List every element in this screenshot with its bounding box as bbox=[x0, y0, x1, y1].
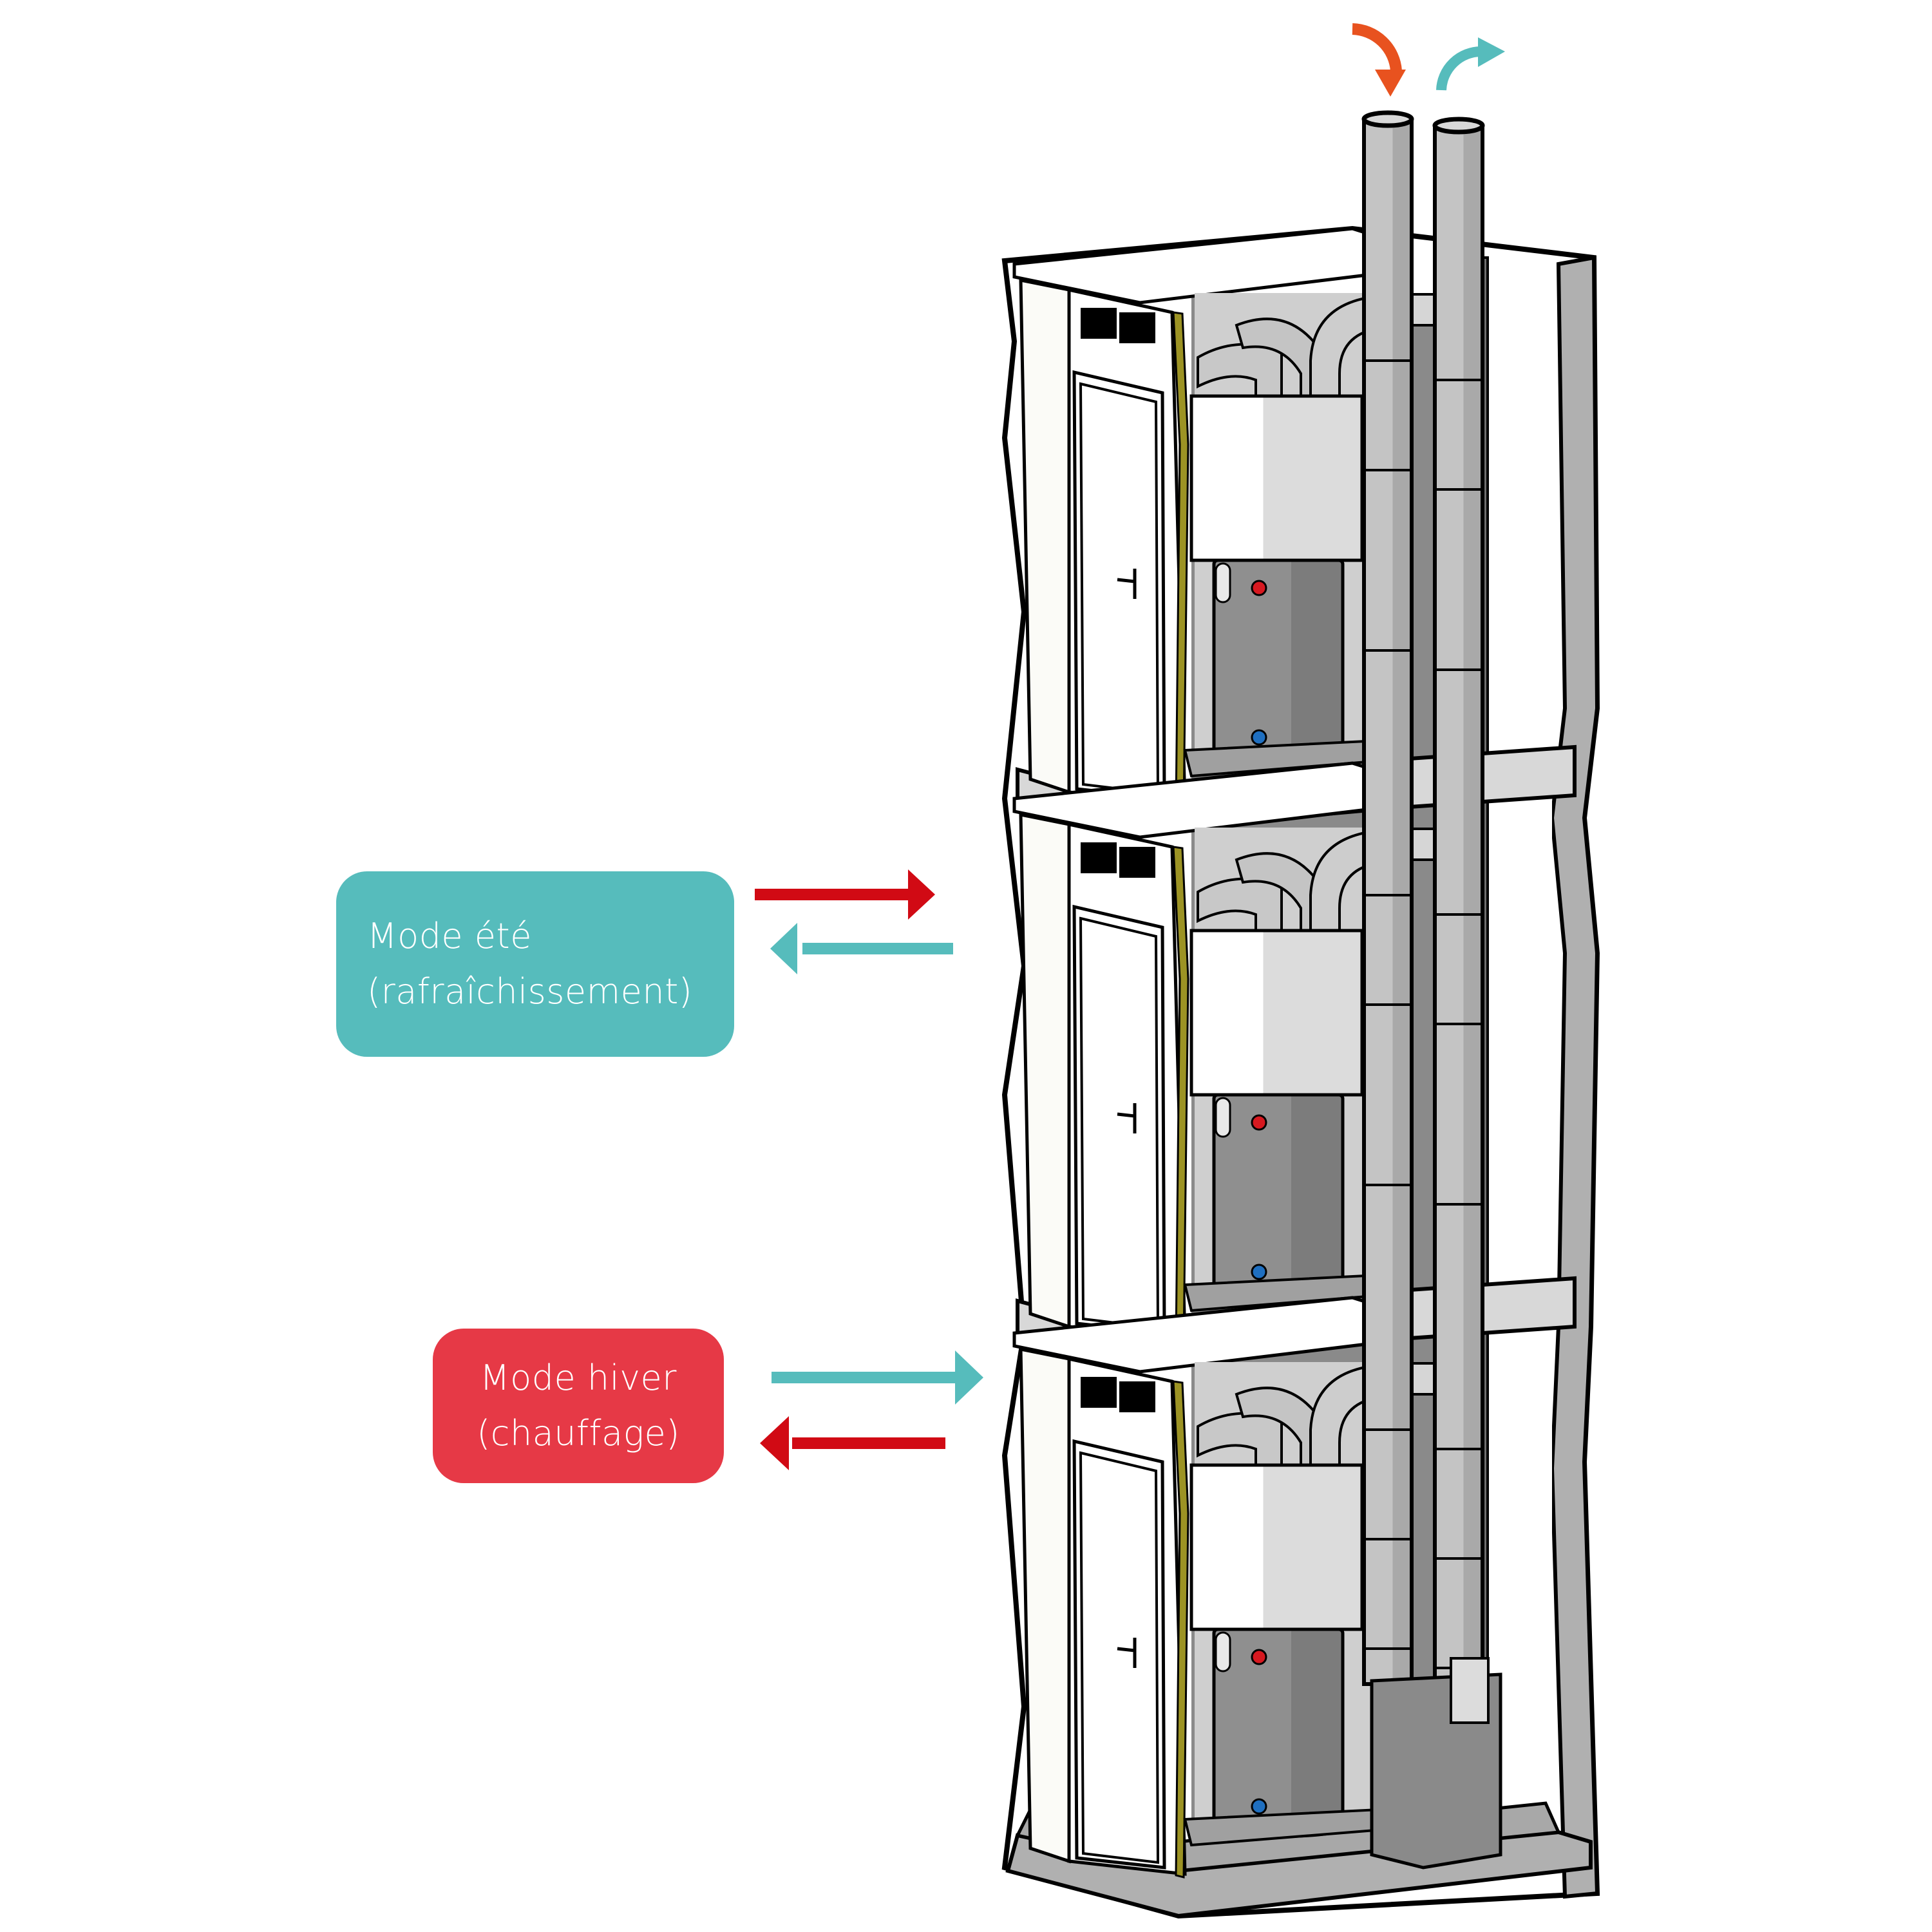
door-handle-icon bbox=[1117, 1638, 1137, 1668]
vent-grille-icon bbox=[1081, 842, 1117, 873]
hot-water-valve-icon bbox=[1251, 580, 1267, 596]
intake-arrowhead-icon bbox=[1375, 70, 1406, 97]
vent-grille-icon bbox=[1119, 312, 1155, 343]
winter-cool-arrow-right bbox=[772, 1350, 983, 1405]
winter-mode-subtitle: (chauffage) bbox=[477, 1413, 680, 1454]
exhaust-arrow-icon bbox=[1436, 46, 1482, 91]
tank-control-panel bbox=[1215, 562, 1231, 603]
winter-hot-arrow-left bbox=[760, 1416, 945, 1470]
door-panel bbox=[1079, 1451, 1160, 1864]
side-wall bbox=[1019, 812, 1071, 1329]
tank-control-panel bbox=[1215, 1097, 1231, 1138]
summer-mode-label: Mode été (rafraîchissement) bbox=[336, 871, 734, 1057]
winter-mode-title: Mode hiver bbox=[480, 1358, 677, 1398]
water-tank bbox=[1212, 1093, 1345, 1296]
water-tank bbox=[1212, 558, 1345, 762]
insulation-strip bbox=[1172, 1380, 1189, 1879]
door bbox=[1072, 370, 1166, 800]
vent-grille-icon bbox=[1119, 1381, 1155, 1412]
door-handle-icon bbox=[1117, 1103, 1137, 1133]
cold-water-valve-icon bbox=[1251, 729, 1267, 746]
ventilation-unit bbox=[1189, 394, 1364, 562]
vertical-pipes bbox=[1361, 110, 1502, 1870]
floors bbox=[1012, 227, 1437, 1879]
intake-arrow-icon bbox=[1352, 23, 1402, 71]
ventilation-unit bbox=[1189, 929, 1364, 1097]
hot-water-valve-icon bbox=[1251, 1114, 1267, 1131]
winter-mode-label: Mode hiver (chauffage) bbox=[433, 1329, 724, 1483]
summer-cool-arrow-left bbox=[770, 923, 953, 974]
door-handle-icon bbox=[1117, 569, 1137, 599]
exhaust-arrowhead-icon bbox=[1478, 37, 1505, 67]
mode-arrows bbox=[755, 869, 983, 1470]
ventilation-unit bbox=[1189, 1463, 1364, 1631]
side-wall bbox=[1019, 1347, 1071, 1864]
roof-arrows bbox=[1352, 23, 1505, 97]
water-tank bbox=[1212, 1627, 1345, 1831]
door bbox=[1072, 904, 1166, 1335]
summer-mode-title: Mode été bbox=[367, 916, 532, 956]
cold-water-valve-icon bbox=[1251, 1264, 1267, 1280]
side-wall bbox=[1019, 278, 1071, 795]
vent-grille-icon bbox=[1119, 847, 1155, 878]
vent-grille-icon bbox=[1081, 1377, 1117, 1408]
summer-hot-arrow-right bbox=[755, 869, 935, 920]
tank-control-panel bbox=[1215, 1631, 1231, 1672]
vent-grille-icon bbox=[1081, 308, 1117, 339]
hot-water-valve-icon bbox=[1251, 1649, 1267, 1665]
floor-2 bbox=[1012, 761, 1437, 1344]
pipe-joints bbox=[1364, 359, 1482, 1669]
door bbox=[1072, 1439, 1166, 1870]
cold-water-valve-icon bbox=[1251, 1798, 1267, 1815]
floor-3 bbox=[1012, 1296, 1437, 1879]
access-hatch bbox=[1450, 1657, 1490, 1724]
summer-mode-subtitle: (rafraîchissement) bbox=[367, 971, 693, 1012]
